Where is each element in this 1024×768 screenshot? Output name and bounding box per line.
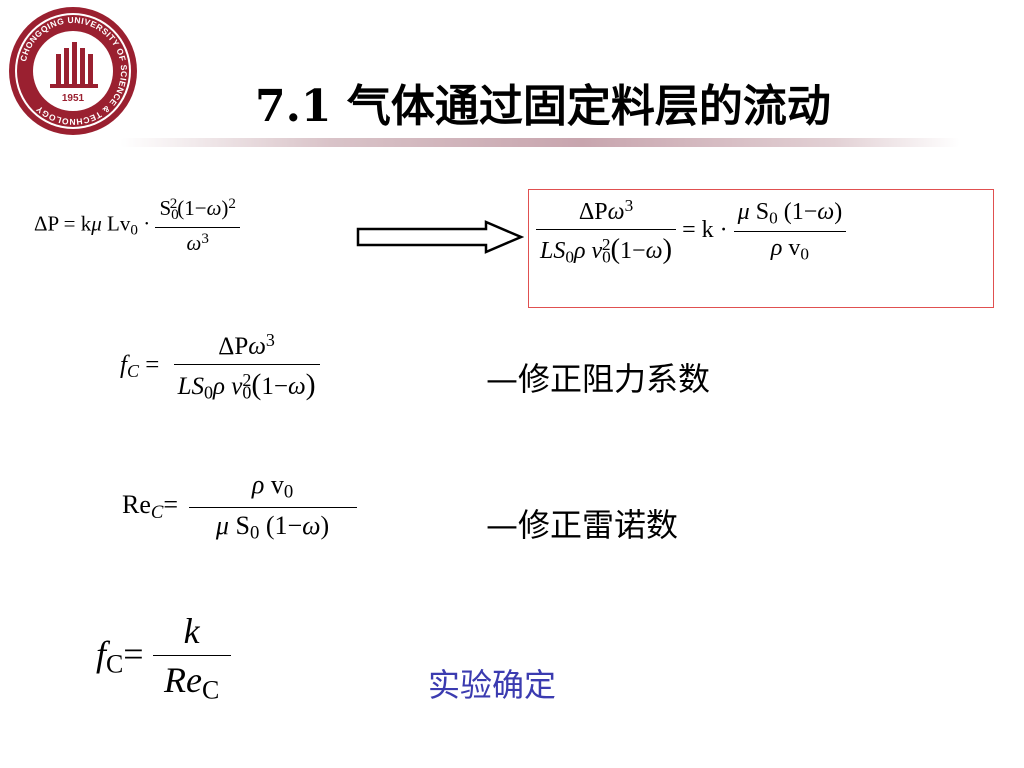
university-seal-icon: CHONGQING UNIVERSITY OF SCIENCE & TECHNO…: [9, 7, 137, 135]
page-title: 7.1 气体通过固定料层的流动: [255, 81, 831, 132]
friction-coefficient-equation: fC = ΔPω3 LS0ρ v02(1−ω): [120, 330, 320, 404]
rearranged-equation: ΔPω3 LS0ρ v02(1−ω) = k · μ S0 (1−ω) ρ v0: [536, 196, 847, 267]
empirical-relation-equation: fC= k ReC: [96, 610, 231, 705]
rearranged-equation-box: [528, 189, 994, 308]
transform-arrow-icon: [356, 220, 524, 254]
university-logo: CHONGQING UNIVERSITY OF SCIENCE & TECHNO…: [6, 4, 140, 138]
reynolds-number-label: —修正雷诺数: [486, 506, 679, 544]
logo-year: 1951: [62, 93, 85, 104]
experiment-note: 实验确定: [428, 666, 557, 704]
pressure-drop-equation: ΔP = kμ Lv0 · S02(1−ω)2 ω3: [34, 196, 240, 256]
reynolds-number-equation: ReC= ρ v0 μ S0 (1−ω): [122, 470, 357, 544]
title-underline: [120, 138, 960, 147]
friction-coefficient-label: —修正阻力系数: [486, 360, 711, 398]
